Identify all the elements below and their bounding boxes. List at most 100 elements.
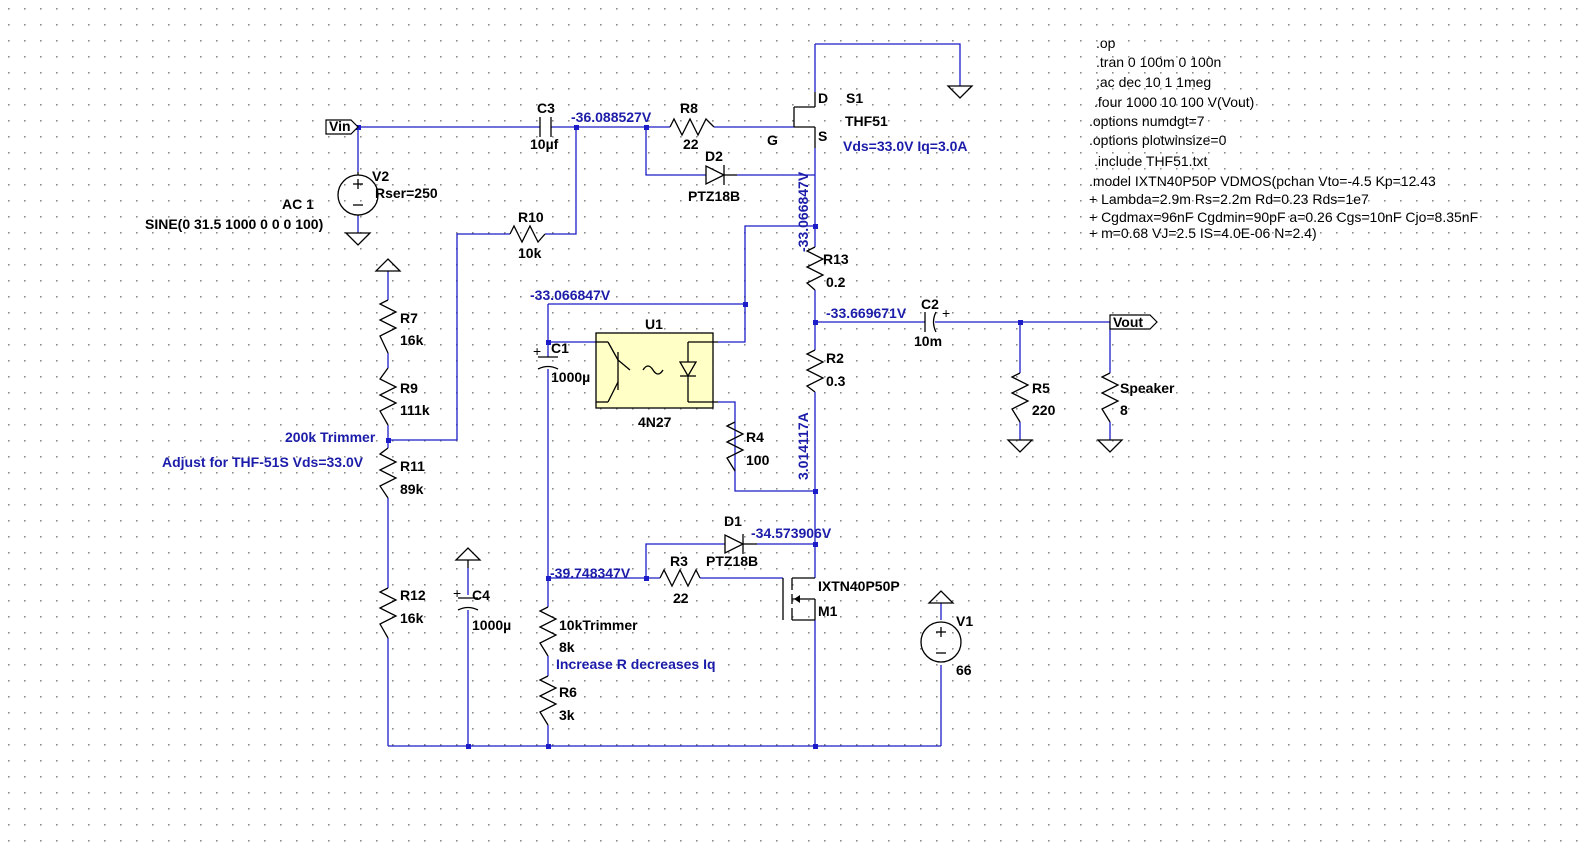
r5-value: 220 bbox=[1032, 402, 1056, 418]
c3-value: 10µf bbox=[530, 136, 559, 152]
r10-name: R10 bbox=[518, 209, 544, 225]
trimmer-10k-resistor[interactable] bbox=[538, 606, 558, 657]
r4-resistor[interactable] bbox=[725, 421, 745, 472]
c2-value: 10m bbox=[914, 333, 942, 349]
op-v-opto: -33.066847V bbox=[530, 287, 611, 303]
u1-name: U1 bbox=[645, 316, 663, 332]
r6-resistor[interactable] bbox=[538, 675, 558, 726]
r7-name: R7 bbox=[400, 310, 418, 326]
s1-spec-note: Vds=33.0V Iq=3.0A bbox=[843, 138, 968, 154]
r13-resistor[interactable] bbox=[805, 246, 825, 291]
directive-line: + Lambda=2.9m Rs=2.2m Rd=0.23 Rds=1e7 bbox=[1089, 191, 1369, 207]
ground-s1 bbox=[946, 85, 974, 99]
r2-name: R2 bbox=[826, 350, 844, 366]
directive-line: .include THF51.txt bbox=[1094, 153, 1207, 169]
r9-value: 111k bbox=[400, 402, 430, 418]
v2-name: V2 bbox=[372, 168, 389, 184]
directive-line: .tran 0 100m 0 100n bbox=[1096, 54, 1221, 70]
c2-name: C2 bbox=[921, 296, 939, 312]
r2-resistor[interactable] bbox=[805, 349, 825, 393]
svg-text:+: + bbox=[533, 343, 541, 359]
r12-value: 16k bbox=[400, 610, 424, 626]
increase-note: Increase R decreases Iq bbox=[556, 656, 716, 672]
speaker-resistor[interactable] bbox=[1100, 372, 1120, 423]
directive-line: .options plotwinsize=0 bbox=[1089, 132, 1227, 148]
v2-sine: SINE(0 31.5 1000 0 0 0 100) bbox=[145, 216, 323, 232]
r13-name: R13 bbox=[823, 251, 849, 267]
r9-name: R9 bbox=[400, 380, 418, 396]
v2-param: Rser=250 bbox=[375, 185, 438, 201]
op-v-r8: -36.088527V bbox=[571, 109, 652, 125]
r8-value: 22 bbox=[683, 136, 699, 152]
m1-value: IXTN40P50P bbox=[818, 578, 900, 594]
r6-value: 3k bbox=[559, 707, 575, 723]
c4-value: 1000µ bbox=[472, 617, 511, 633]
op-v-out-node: -33.669671V bbox=[826, 305, 907, 321]
s1-name: S1 bbox=[846, 90, 863, 106]
directive-line: ;ac dec 10 1 1meg bbox=[1096, 74, 1211, 90]
c2-capacitor[interactable]: + bbox=[924, 305, 950, 333]
c3-capacitor[interactable] bbox=[539, 117, 552, 137]
r11-resistor[interactable] bbox=[378, 447, 398, 499]
r5-resistor[interactable] bbox=[1010, 372, 1030, 423]
r7-value: 16k bbox=[400, 332, 424, 348]
r7-resistor[interactable] bbox=[378, 299, 398, 354]
d2-value: PTZ18B bbox=[688, 188, 740, 204]
v1-value: 66 bbox=[956, 662, 972, 678]
c1-capacitor[interactable]: + bbox=[533, 343, 559, 370]
speaker-name: Speaker bbox=[1120, 380, 1175, 396]
s1-device[interactable] bbox=[793, 92, 816, 148]
r8-resistor[interactable] bbox=[669, 117, 715, 137]
junctions bbox=[356, 125, 1023, 749]
r11-value: 89k bbox=[400, 481, 424, 497]
r10-resistor[interactable] bbox=[509, 224, 546, 244]
v2-source[interactable] bbox=[337, 172, 379, 216]
r12-resistor[interactable] bbox=[378, 587, 398, 639]
s1-pin-g: G bbox=[767, 132, 778, 148]
ground-v2 bbox=[344, 232, 372, 246]
directive-line: + Cgdmax=96nF Cgdmin=90pF a=0.26 Cgs=10n… bbox=[1089, 209, 1478, 225]
net-label-vin[interactable]: Vin bbox=[325, 118, 359, 135]
directive-line: .options numdgt=7 bbox=[1089, 113, 1205, 129]
op-v-s1-source: -33.066847V bbox=[795, 171, 811, 252]
trimmer-200k-note: 200k Trimmer bbox=[285, 429, 376, 445]
r13-value: 0.2 bbox=[826, 274, 846, 290]
spice-directives: .op .tran 0 100m 0 100n ;ac dec 10 1 1me… bbox=[1089, 35, 1478, 241]
s1-pin-s: S bbox=[818, 128, 827, 144]
v1-name: V1 bbox=[956, 613, 973, 629]
vin-label: Vin bbox=[329, 118, 351, 134]
directive-line: .op bbox=[1096, 35, 1116, 51]
op-i-m1: 3.014117A bbox=[795, 412, 811, 480]
v1-source[interactable] bbox=[920, 621, 962, 663]
ground-c4 bbox=[454, 547, 482, 568]
d2-name: D2 bbox=[705, 148, 723, 164]
directive-line: + m=0.68 VJ=2.5 IS=4.0E-06 N=2.4) bbox=[1089, 225, 1317, 241]
r3-name: R3 bbox=[670, 553, 688, 569]
vout-label: Vout bbox=[1113, 314, 1143, 330]
directive-line: .four 1000 10 100 V(Vout) bbox=[1094, 94, 1254, 110]
c4-capacitor[interactable]: + bbox=[453, 585, 479, 611]
u1-value: 4N27 bbox=[638, 414, 672, 430]
c1-value: 1000µ bbox=[551, 369, 590, 385]
svg-text:+: + bbox=[942, 305, 950, 321]
r9-resistor[interactable] bbox=[378, 367, 398, 426]
trimmer-10k-name: 10kTrimmer bbox=[559, 617, 638, 633]
adjust-note: Adjust for THF-51S Vds=33.0V bbox=[162, 454, 364, 470]
d1-name: D1 bbox=[724, 513, 742, 529]
u1-optocoupler[interactable] bbox=[595, 332, 718, 409]
c4-name: C4 bbox=[472, 587, 490, 603]
r3-resistor[interactable] bbox=[659, 568, 701, 588]
c1-name: C1 bbox=[551, 340, 569, 356]
d2-diode[interactable] bbox=[705, 164, 737, 186]
net-label-vout[interactable]: Vout bbox=[1109, 314, 1158, 330]
ground-r7 bbox=[374, 258, 402, 272]
m1-name: M1 bbox=[818, 603, 838, 619]
s1-pin-d: D bbox=[818, 90, 828, 106]
m1-mosfet[interactable] bbox=[782, 577, 816, 621]
d1-diode[interactable] bbox=[724, 533, 757, 555]
speaker-value: 8 bbox=[1120, 402, 1128, 418]
trimmer-10k-value: 8k bbox=[559, 639, 575, 655]
directive-line: .model IXTN40P50P VDMOS(pchan Vto=-4.5 K… bbox=[1089, 173, 1436, 189]
